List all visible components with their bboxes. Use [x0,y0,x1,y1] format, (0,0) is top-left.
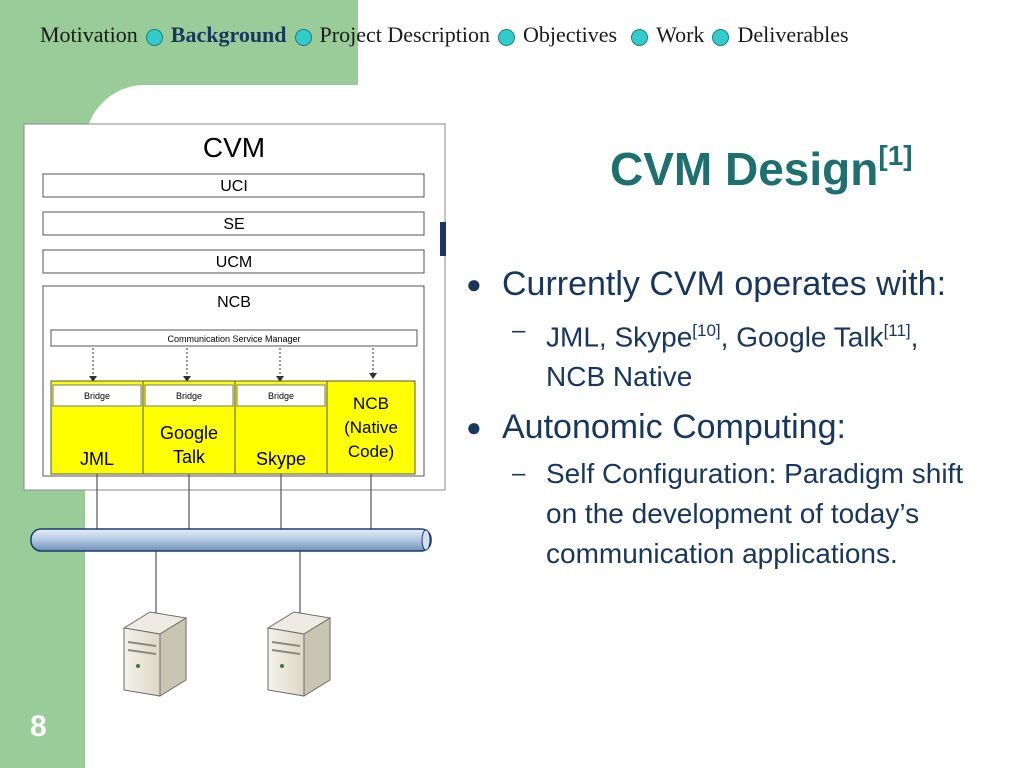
nav-item-project-description[interactable]: Project Description [319,22,490,47]
sub-bullet-item: – Self Configuration: Paradigm shift on … [462,454,982,574]
dash-icon: – [512,317,526,344]
slide-page-number: 8 [30,710,47,743]
frame-marker [440,222,446,256]
layer-se-box [42,211,425,236]
layer-ucm-box [42,249,425,274]
ncb-label: NCB [217,294,251,311]
sub-bullet-text-c: , NCB Native [546,321,919,393]
sub-bullet-text: Self Configuration: Paradigm shift on th… [546,458,964,570]
nav-dot-icon [712,28,730,46]
sub-bullet-text-b: , Google Talk [720,321,884,353]
sub-bullet-item: – JML, Skype[10], Google Talk[11], NCB N… [462,311,982,397]
csm-arrows [92,348,374,378]
bridge-google-talk-label: Bridge [176,391,202,401]
component-skype-label: Skype [256,449,306,469]
layer-se-label: SE [223,216,244,233]
nav-item-objectives[interactable]: Objectives [523,22,618,47]
nav-dot-icon [145,28,163,46]
bridge-jml-box [52,384,142,407]
bridge-jml-label: Bridge [84,391,110,401]
bridge-google-talk-box [144,384,234,407]
slide-title-reference: [1] [878,140,913,171]
reference-11: [11] [883,321,911,340]
nav-item-motivation[interactable]: Motivation [40,22,138,47]
dash-icon: – [512,460,526,488]
bullet-text: Currently CVM operates with: [502,265,947,303]
sub-bullet-text-a: JML, Skype [546,321,693,353]
bullet-dot-icon: ● [466,412,482,443]
component-google-talk-label-line2: Talk [173,447,206,467]
slide-title: CVM Design[1] [610,140,913,196]
slide-title-text: CVM Design [610,143,879,195]
cvm-label: CVM [203,132,265,163]
bullet-dot-icon: ● [466,269,482,299]
network-bus-icon [30,528,432,552]
component-ncb-native-label-line3: Code) [348,442,394,461]
csm-label: Communication Service Manager [167,334,300,344]
section-navigation: Motivation Background Project Descriptio… [40,18,849,52]
bridge-skype-label: Bridge [268,391,294,401]
nav-dot-icon [294,28,312,46]
component-ncb-native-label-line1: NCB [353,394,389,413]
server-computer-icon [122,611,188,697]
bridge-skype-box [236,384,326,407]
server-computer-icon [266,611,332,697]
arrow-heads [89,373,377,382]
nav-item-work[interactable]: Work [656,22,705,47]
bullet-item: ● Currently CVM operates with: [462,262,982,307]
bus-connector-lines [96,474,372,618]
component-ncb-native-label-line2: (Native [344,418,398,437]
component-jml-label: JML [80,449,114,469]
nav-dot-icon [631,28,649,46]
nav-item-deliverables[interactable]: Deliverables [737,22,849,47]
bullet-text: Autonomic Computing: [502,408,846,447]
nav-item-background[interactable]: Background [170,22,287,47]
layer-uci-label: UCI [220,178,248,195]
layer-ucm-label: UCM [216,254,252,271]
bullet-list: ● Currently CVM operates with: – JML, Sk… [462,262,982,580]
bullet-item: ● Autonomic Computing: [462,405,982,450]
nav-dot-icon [498,28,515,46]
component-ncb-native-box [326,380,416,475]
component-google-talk-label-line1: Google [160,423,218,443]
reference-10: [10] [692,321,721,340]
layer-uci-box [42,173,425,198]
csm-box [50,329,418,347]
